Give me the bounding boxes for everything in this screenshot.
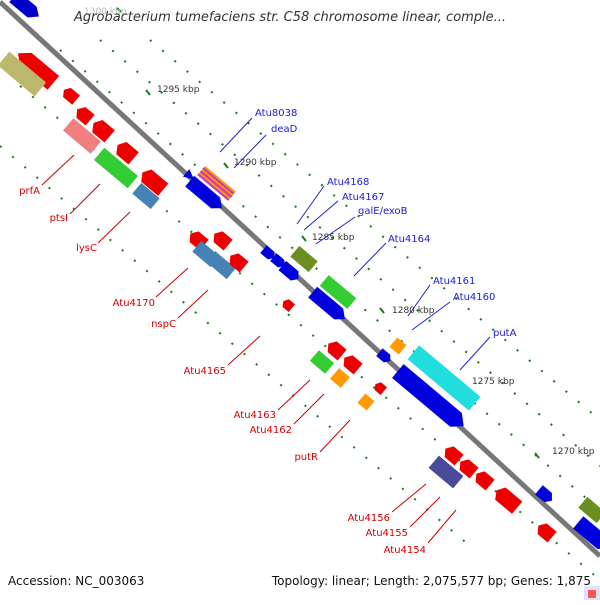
tick-mark [145,89,151,96]
gene-arrow-Atu4168[interactable] [260,245,277,262]
gene-label-putA[interactable]: putA [493,328,517,339]
gene-arrow[interactable] [137,166,169,196]
gene-block-Atu4163[interactable] [309,350,335,374]
gene-arrow-putR[interactable] [372,380,388,396]
tick-label: 1280 kbp [392,306,435,316]
tick-label: 1290 kbp [234,158,277,168]
gene-label-galE-exoB[interactable]: galE/exoB [358,206,408,217]
gene-label-Atu4163[interactable]: Atu4163 [234,410,276,421]
gene-arrow-Atu4161[interactable] [376,348,393,365]
gene-label-Atu4154[interactable]: Atu4154 [384,545,426,556]
gene-arrow[interactable] [60,85,80,105]
gene-arrow[interactable] [12,46,60,90]
gene-arrow[interactable] [456,456,479,479]
summary-text: Topology: linear; Length: 2,075,577 bp; … [271,574,591,588]
gene-arrow[interactable] [534,520,557,543]
gene-arrow-prfA[interactable] [88,117,115,143]
gene-block-Atu4155[interactable] [428,455,464,489]
page-title: Agrobacterium tumefaciens str. C58 chrom… [74,10,507,25]
gene-arrow-Atu4167[interactable] [270,253,287,270]
gene-label-deaD[interactable]: deaD [271,124,298,135]
tick-label: 1275 kbp [472,377,515,387]
accession-text: Accession: NC_003063 [8,574,145,588]
gene-arrow[interactable] [9,0,43,23]
gene-arrow[interactable] [340,352,363,375]
gene-block[interactable] [357,393,375,411]
tick-mark [116,7,122,13]
gene-block[interactable] [578,496,600,524]
gene-label-nspC[interactable]: nspC [151,319,176,330]
tick-label: 1270 kbp [552,447,595,457]
tick-mark [301,235,307,242]
gene-arrow[interactable] [210,228,233,251]
gene-arrow-Atu4165[interactable] [280,297,296,313]
gene-label-prfA[interactable]: prfA [19,186,40,197]
scale-ticks: 1300 kbp 1295 kbp 1290 kbp 1285 kbp 1280… [84,7,595,459]
gene-block[interactable] [0,51,47,97]
gene-block-Atu4164[interactable] [319,275,357,309]
tick-label: 1300 kbp [84,7,127,17]
tick-mark [379,307,385,314]
gene-label-Atu4161[interactable]: Atu4161 [433,276,475,287]
gene-label-Atu4155[interactable]: Atu4155 [366,528,408,539]
gene-block-ptsI[interactable] [63,118,101,154]
gene-label-Atu4170[interactable]: Atu4170 [113,298,155,309]
tick-mark [223,162,229,169]
gene-arrow[interactable] [535,485,556,505]
gene-arrow[interactable] [472,468,495,491]
gene-label-putR[interactable]: putR [294,452,318,463]
gene-label-lysC[interactable]: lysC [76,243,97,254]
tick-label: 1295 kbp [157,85,200,95]
gene-arrow-putA[interactable] [392,364,469,433]
gene-features [0,0,600,550]
gene-arrow[interactable] [73,104,95,126]
gene-block-Atu4160[interactable] [389,337,407,355]
gene-block[interactable] [208,252,236,280]
gene-block-galE-exoB[interactable] [290,245,318,273]
gene-arrow[interactable] [226,250,249,273]
gene-label-Atu8038[interactable]: Atu8038 [255,108,297,119]
gene-arrow[interactable] [308,286,349,325]
tick-mark [534,452,540,459]
gene-arrow[interactable] [324,338,347,361]
gene-label-Atu4162[interactable]: Atu4162 [250,425,292,436]
gene-block-Atu4162[interactable] [330,368,350,388]
gene-label-ptsI[interactable]: ptsI [50,213,68,224]
gene-arrow[interactable] [112,139,139,165]
gene-arrow[interactable] [278,260,302,284]
gene-block-lysC[interactable] [94,147,138,189]
gene-block-putA[interactable] [407,345,481,411]
label-callouts [41,117,491,544]
gene-label-Atu4165[interactable]: Atu4165 [184,366,226,377]
gene-label-Atu4156[interactable]: Atu4156 [348,513,390,524]
tick-label: 1285 kbp [312,233,355,243]
gene-arrow-Atu4156[interactable] [441,443,464,466]
gene-label-Atu4164[interactable]: Atu4164 [388,234,430,245]
gene-label-Atu4160[interactable]: Atu4160 [453,292,495,303]
gene-label-Atu4167[interactable]: Atu4167 [342,192,384,203]
gene-arrow-Atu8038[interactable] [185,175,226,214]
gene-label-Atu4168[interactable]: Atu4168 [327,177,369,188]
gene-arrow[interactable] [182,168,197,183]
gene-arrow-Atu4170[interactable] [186,228,209,251]
gene-arrow-Atu4154[interactable] [491,484,523,514]
gene-block[interactable] [132,182,160,210]
chromosome-backbone [0,0,600,558]
